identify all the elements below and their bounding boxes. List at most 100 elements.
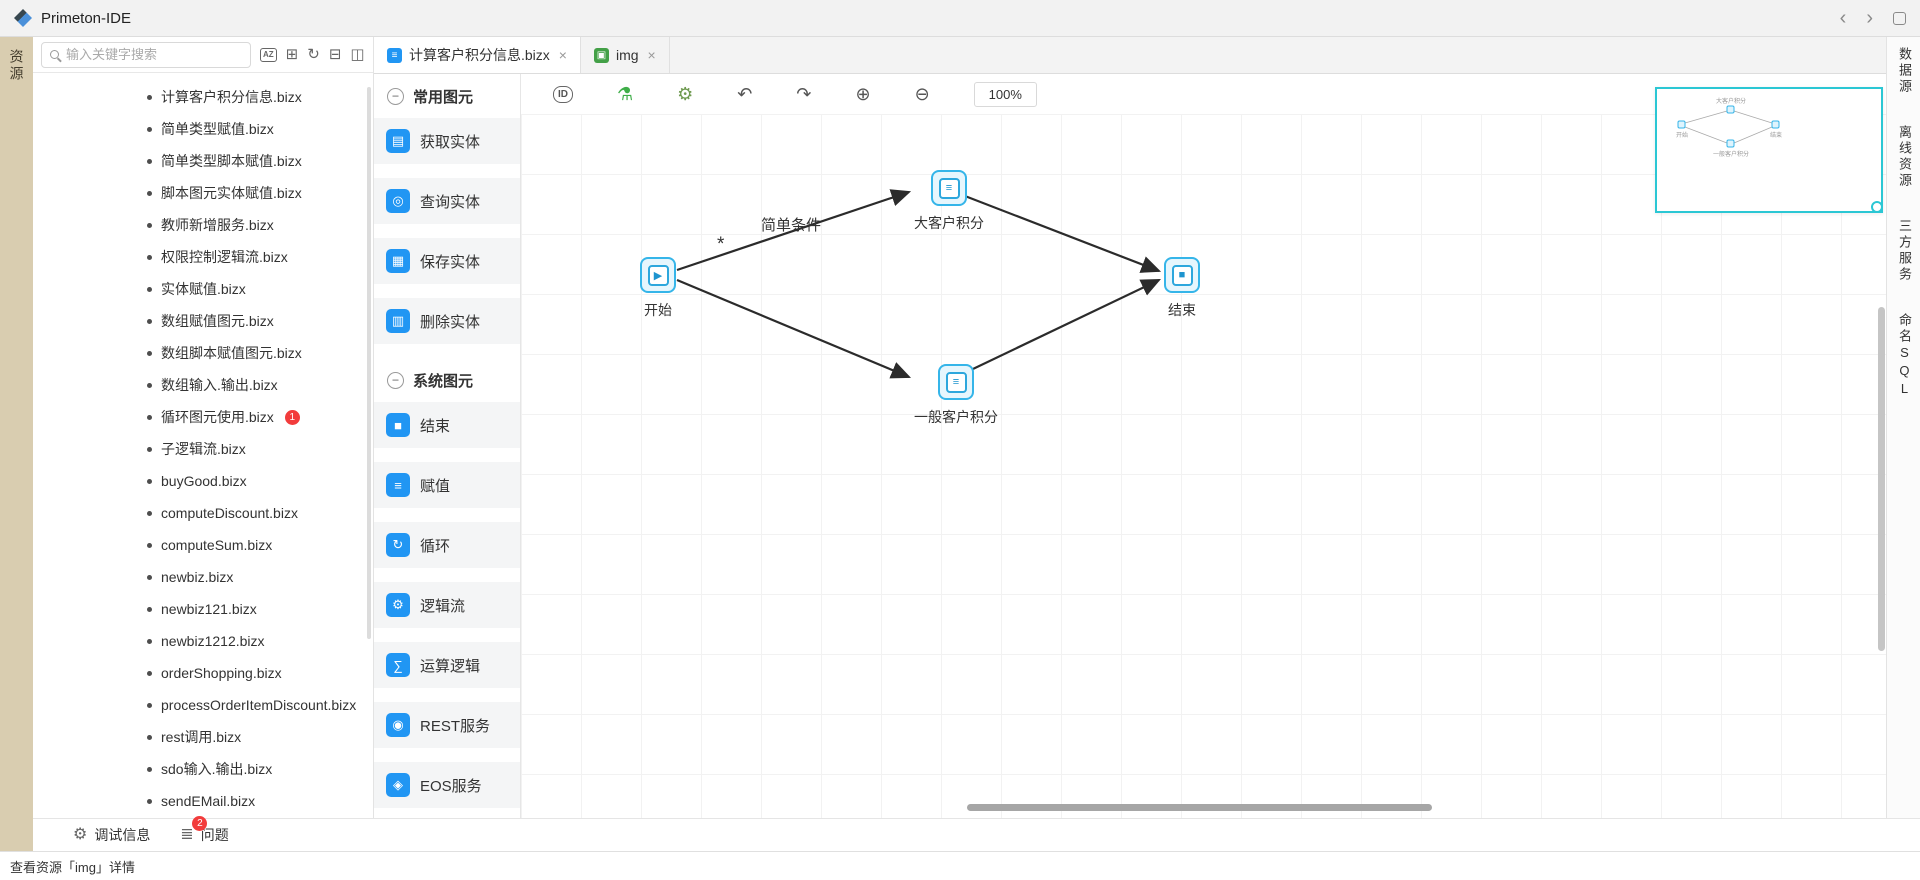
assign-icon: ≡ (386, 473, 410, 497)
file-item[interactable]: 简单类型脚本赋值.bizx (33, 145, 373, 177)
file-item[interactable]: computeDiscount.bizx (33, 497, 373, 529)
palette-item-rest-service[interactable]: ◉ REST服务 (374, 702, 520, 748)
file-item[interactable]: sendEMail.bizx (33, 785, 373, 817)
editor-row: − 常用图元 ▤ 获取实体 ◎ 查询实体 (374, 74, 1886, 818)
edge-start-to-big[interactable] (676, 189, 912, 272)
tab-datasource[interactable]: 数据源 (1896, 47, 1912, 95)
tab-named-sql[interactable]: 命名SQL (1896, 313, 1912, 399)
vertical-scrollbar[interactable] (1878, 307, 1885, 651)
palette-item-operation-logic[interactable]: ∑ 运算逻辑 (374, 642, 520, 688)
palette-item-save-entity[interactable]: ▦ 保存实体 (374, 238, 520, 284)
file-item[interactable]: computeSum.bizx (33, 529, 373, 561)
bullet-icon (147, 478, 152, 484)
palette-item-label: 保存实体 (420, 253, 481, 271)
close-icon[interactable]: × (558, 47, 567, 63)
tab-offline-resource[interactable]: 离线资源 (1896, 125, 1912, 189)
collapse-all-icon[interactable]: ⊟ (328, 46, 342, 63)
search-input[interactable] (66, 47, 242, 62)
file-item[interactable]: newbiz.bizx (33, 561, 373, 593)
palette-item-loop[interactable]: ↻ 循环 (374, 522, 520, 568)
file-item[interactable]: 子逻辑流.bizx (33, 433, 373, 465)
file-item[interactable]: buyGood.bizx (33, 465, 373, 497)
undo-icon[interactable]: ↶ (737, 84, 753, 104)
redo-icon[interactable]: ↷ (796, 84, 812, 104)
file-item[interactable]: 教师新增服务.bizx (33, 209, 373, 241)
resource-strip-tab[interactable]: 资源 (8, 49, 25, 83)
close-icon[interactable]: × (647, 47, 656, 63)
edge-normal-to-end[interactable] (951, 279, 1161, 380)
minimap[interactable]: 开始 大客户积分 一般客户积分 结束 (1655, 87, 1883, 213)
palette-item-delete-entity[interactable]: ▥ 删除实体 (374, 298, 520, 344)
node-end[interactable]: ■ 结束 (1164, 257, 1200, 320)
zoom-out-icon[interactable]: ⊖ (914, 84, 930, 104)
package-icon[interactable]: ⊞ (285, 46, 299, 63)
file-item[interactable]: processOrderItemDiscount.bizx (33, 689, 373, 721)
tab-img[interactable]: ▣ img × (581, 37, 670, 73)
palette-item-assign[interactable]: ≡ 赋值 (374, 462, 520, 508)
edge-start-to-normal[interactable] (676, 278, 912, 379)
file-item[interactable]: orderShopping.bizx (33, 657, 373, 689)
minimap-resize-handle[interactable] (1871, 201, 1883, 213)
file-item[interactable]: newbiz121.bizx (33, 593, 373, 625)
file-item[interactable]: 数组脚本赋值图元.bizx (33, 337, 373, 369)
search-box[interactable] (41, 41, 251, 68)
nav-back-icon[interactable]: ‹ (1839, 7, 1847, 29)
bullet-icon (147, 382, 152, 388)
end-node-icon: ■ (386, 413, 410, 437)
nav-forward-icon[interactable]: › (1866, 7, 1873, 29)
file-list-scrollbar[interactable] (367, 87, 371, 639)
palette-item-logicflow[interactable]: ⚙ 逻辑流 (374, 582, 520, 628)
svg-text:一般客户积分: 一般客户积分 (1713, 150, 1749, 158)
file-item[interactable]: newbiz1212.bizx (33, 625, 373, 657)
palette-item-end[interactable]: ■ 结束 (374, 402, 520, 448)
file-item[interactable]: rest调用.bizx (33, 721, 373, 753)
file-item[interactable]: 权限控制逻辑流.bizx (33, 241, 373, 273)
horizontal-scrollbar[interactable] (967, 804, 1432, 811)
tab-third-party-service[interactable]: 三方服务 (1896, 219, 1912, 283)
node-normal-customer[interactable]: ≡ 一般客户积分 (914, 364, 998, 427)
bullet-icon (147, 606, 152, 612)
debug-info-button[interactable]: ⚙ 调试信息 (73, 825, 150, 845)
palette-item-label: 获取实体 (420, 133, 481, 151)
diagram-canvas[interactable]: ID ⚗ ⚙ ↶ ↷ ⊕ ⊖ 100% (521, 74, 1886, 818)
file-label: 数组脚本赋值图元.bizx (161, 345, 302, 361)
file-item[interactable]: 脚本图元实体赋值.bizx (33, 177, 373, 209)
problems-list-icon: ≣ (180, 826, 194, 843)
problems-button[interactable]: 2 ≣ 问题 (180, 816, 229, 845)
palette-section-common[interactable]: − 常用图元 (374, 74, 520, 118)
zoom-in-icon[interactable]: ⊕ (855, 84, 871, 104)
file-item[interactable]: 数组赋值图元.bizx (33, 305, 373, 337)
node-start[interactable]: ▶ 开始 (640, 257, 676, 320)
show-id-button[interactable]: ID (553, 85, 573, 103)
run-test-icon[interactable]: ⚗ (617, 84, 634, 104)
palette-item-get-entity[interactable]: ▤ 获取实体 (374, 118, 520, 164)
pin-panel-icon[interactable]: ◫ (350, 46, 365, 63)
app-logo-icon (14, 9, 32, 27)
canvas-grid[interactable] (521, 114, 1886, 818)
file-item[interactable]: 简单类型赋值.bizx (33, 113, 373, 145)
layout-toggle-icon[interactable] (1893, 11, 1906, 25)
palette-item-label: 查询实体 (420, 193, 481, 211)
palette-item-query-entity[interactable]: ◎ 查询实体 (374, 178, 520, 224)
tab-bizx-file[interactable]: ≡ 计算客户积分信息.bizx × (374, 37, 581, 73)
palette-item-label: EOS服务 (420, 777, 482, 795)
palette-section-system[interactable]: − 系统图元 (374, 358, 520, 402)
bullet-icon (147, 670, 152, 676)
file-item[interactable]: 计算客户积分信息.bizx (33, 81, 373, 113)
zoom-level[interactable]: 100% (973, 81, 1037, 107)
palette-item-eos-service[interactable]: ◈ EOS服务 (374, 762, 520, 808)
node-big-customer[interactable]: ≡ 大客户积分 (914, 170, 984, 233)
refresh-icon[interactable]: ↻ (307, 46, 320, 63)
sort-az-icon[interactable]: AZ (260, 47, 277, 62)
sidebar-toolbar: AZ ⊞ ↻ ⊟ ◫ (33, 37, 373, 73)
file-item[interactable]: 实体赋值.bizx (33, 273, 373, 305)
debug-icon[interactable]: ⚙ (677, 84, 694, 104)
palette-item-label: 运算逻辑 (420, 657, 481, 675)
collapse-icon[interactable]: − (387, 87, 404, 105)
edge-label: 简单条件 (760, 217, 821, 234)
file-item[interactable]: sdo输入.输出.bizx (33, 753, 373, 785)
collapse-icon[interactable]: − (387, 371, 404, 389)
edge-big-to-end[interactable] (951, 189, 1162, 273)
file-item[interactable]: 数组输入.输出.bizx (33, 369, 373, 401)
